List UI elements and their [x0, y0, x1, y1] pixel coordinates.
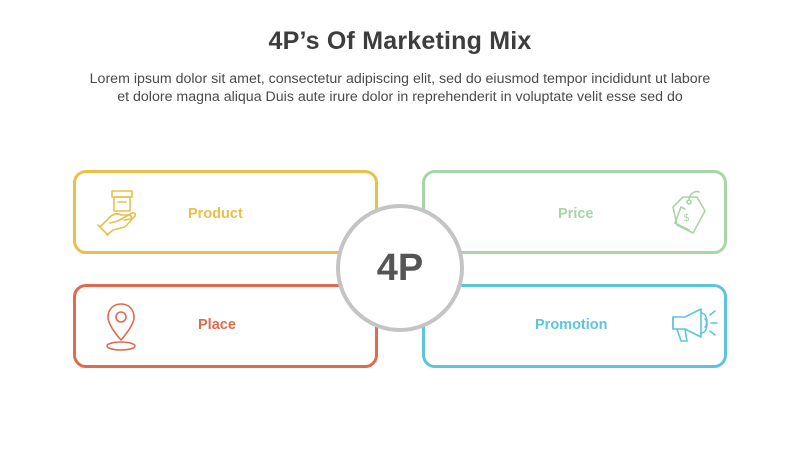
location-pin-icon: [106, 303, 136, 351]
place-card: Place: [73, 284, 378, 368]
page-title: 4P’s Of Marketing Mix: [268, 27, 532, 55]
svg-text:$: $: [683, 211, 690, 224]
hand-holding-box-icon: [97, 190, 137, 236]
price-label: Price: [558, 206, 594, 222]
megaphone-icon: [672, 308, 718, 342]
product-label: Product: [188, 206, 243, 222]
product-card: Product: [73, 170, 378, 254]
center-hub: 4P: [336, 204, 464, 332]
page-description: Lorem ipsum dolor sit amet, consectetur …: [40, 70, 760, 106]
promotion-label: Promotion: [535, 317, 608, 333]
promotion-card: Promotion: [422, 284, 727, 368]
description-line-1: Lorem ipsum dolor sit amet, consectetur …: [89, 71, 711, 87]
center-label: 4P: [376, 246, 424, 289]
place-label: Place: [198, 317, 236, 333]
description-line-2: et dolore magna aliqua Duis aute irure d…: [117, 89, 683, 105]
price-tag-icon: $: [672, 190, 706, 234]
price-card: Price $: [422, 170, 727, 254]
